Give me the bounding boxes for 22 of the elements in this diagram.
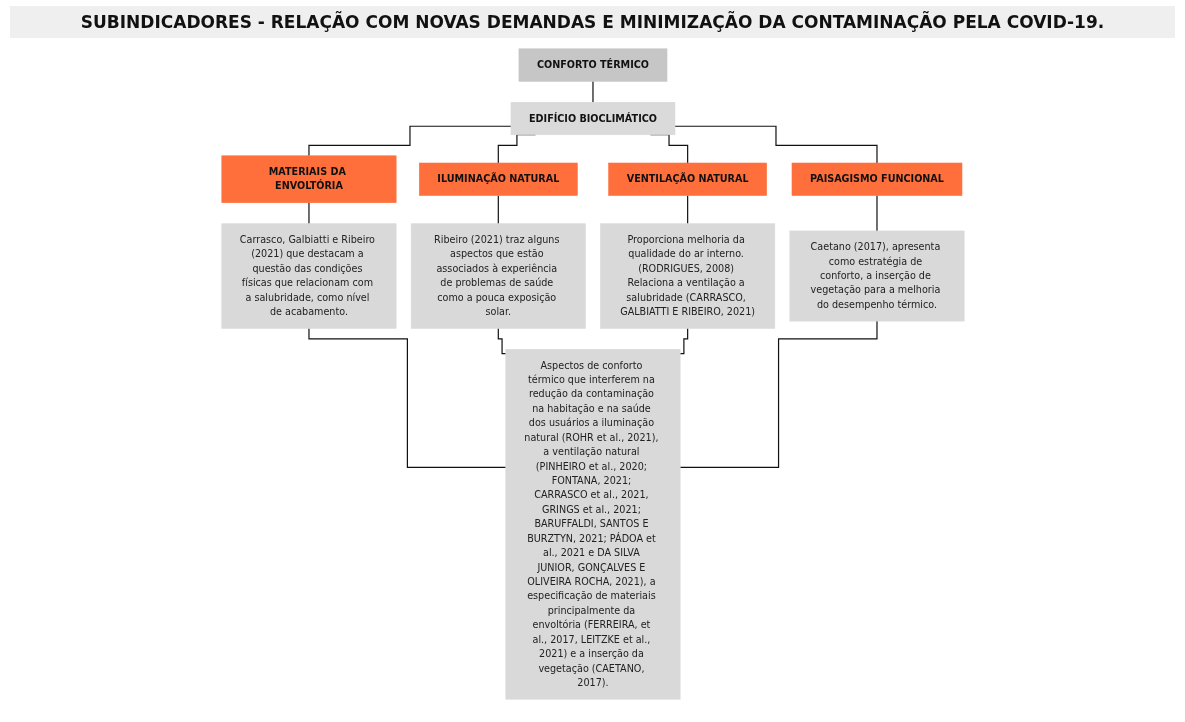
node-box: MATERIAIS DA ENVOLTÓRIA [221, 155, 396, 203]
connector [307, 327, 506, 468]
connector [307, 202, 310, 225]
node-box: PAISAGISMO FUNCIONAL [791, 162, 962, 196]
node-box: Ribeiro (2021) traz alguns aspectos que estão associados à experiência de problemas de saúde como a pouca exposição solar. [410, 223, 586, 329]
connector [307, 125, 512, 157]
connector [686, 194, 688, 225]
node-box: ILUMINAÇÃO NATURAL [418, 162, 578, 196]
node-box: EDIFÍCIO BIOCLIMÁTICO [510, 102, 675, 136]
connector [497, 194, 499, 225]
node-box: Carrasco, Galbiatti e Ribeiro (2021) que destacam a questão das condições físicas que relacionam com a salubridade, como nível de acabamento. [221, 223, 396, 329]
connector [679, 327, 688, 355]
node-box: CONFORTO TÉRMICO [518, 48, 667, 82]
connector [679, 320, 878, 468]
node-box: Caetano (2017), apresenta como estratégia de conforto, a inserção de vegetação para a melhoria do desempenho térmico. [789, 230, 964, 322]
connector [591, 80, 594, 103]
diagram-title: SUBINDICADORES - RELAÇÃO COM NOVAS DEMANDAS E MINIMIZAÇÃO DA CONTAMINAÇÃO PELA COVID-19. [10, 6, 1175, 38]
node-box: VENTILAÇÃO NATURAL [607, 162, 767, 196]
connector [673, 125, 878, 164]
node-box: Aspectos de conforto térmico que interferem na redução da contaminação na habitação e na saúde dos usuários a iluminação natural (ROHR et al., 2021), a ventilação natural (PINHEIRO et al., 2020; FONTANA, 2021; CARRASCO et al., 2021, GRINGS et al., 2021; BARUFFALDI, SANTOS E BURZTYN, 2021; PÁDOA et al., 2021 e DA SILVA JUNIOR, GONÇALVES E OLIVEIRA ROCHA, 2021), a especificação de materiais principalmente da envoltória (FERREIRA, et al., 2017, LEITZKE et al., 2021) e a inserção da vegetação (CAETANO, 2017). [505, 349, 680, 700]
connector [497, 327, 506, 355]
node-box: Proporciona melhoria da qualidade do ar interno. (RODRIGUES, 2008) Relaciona a ventilação a salubridade (CARRASCO, GALBIATTI E RIBEIRO, 2021) [599, 223, 775, 329]
